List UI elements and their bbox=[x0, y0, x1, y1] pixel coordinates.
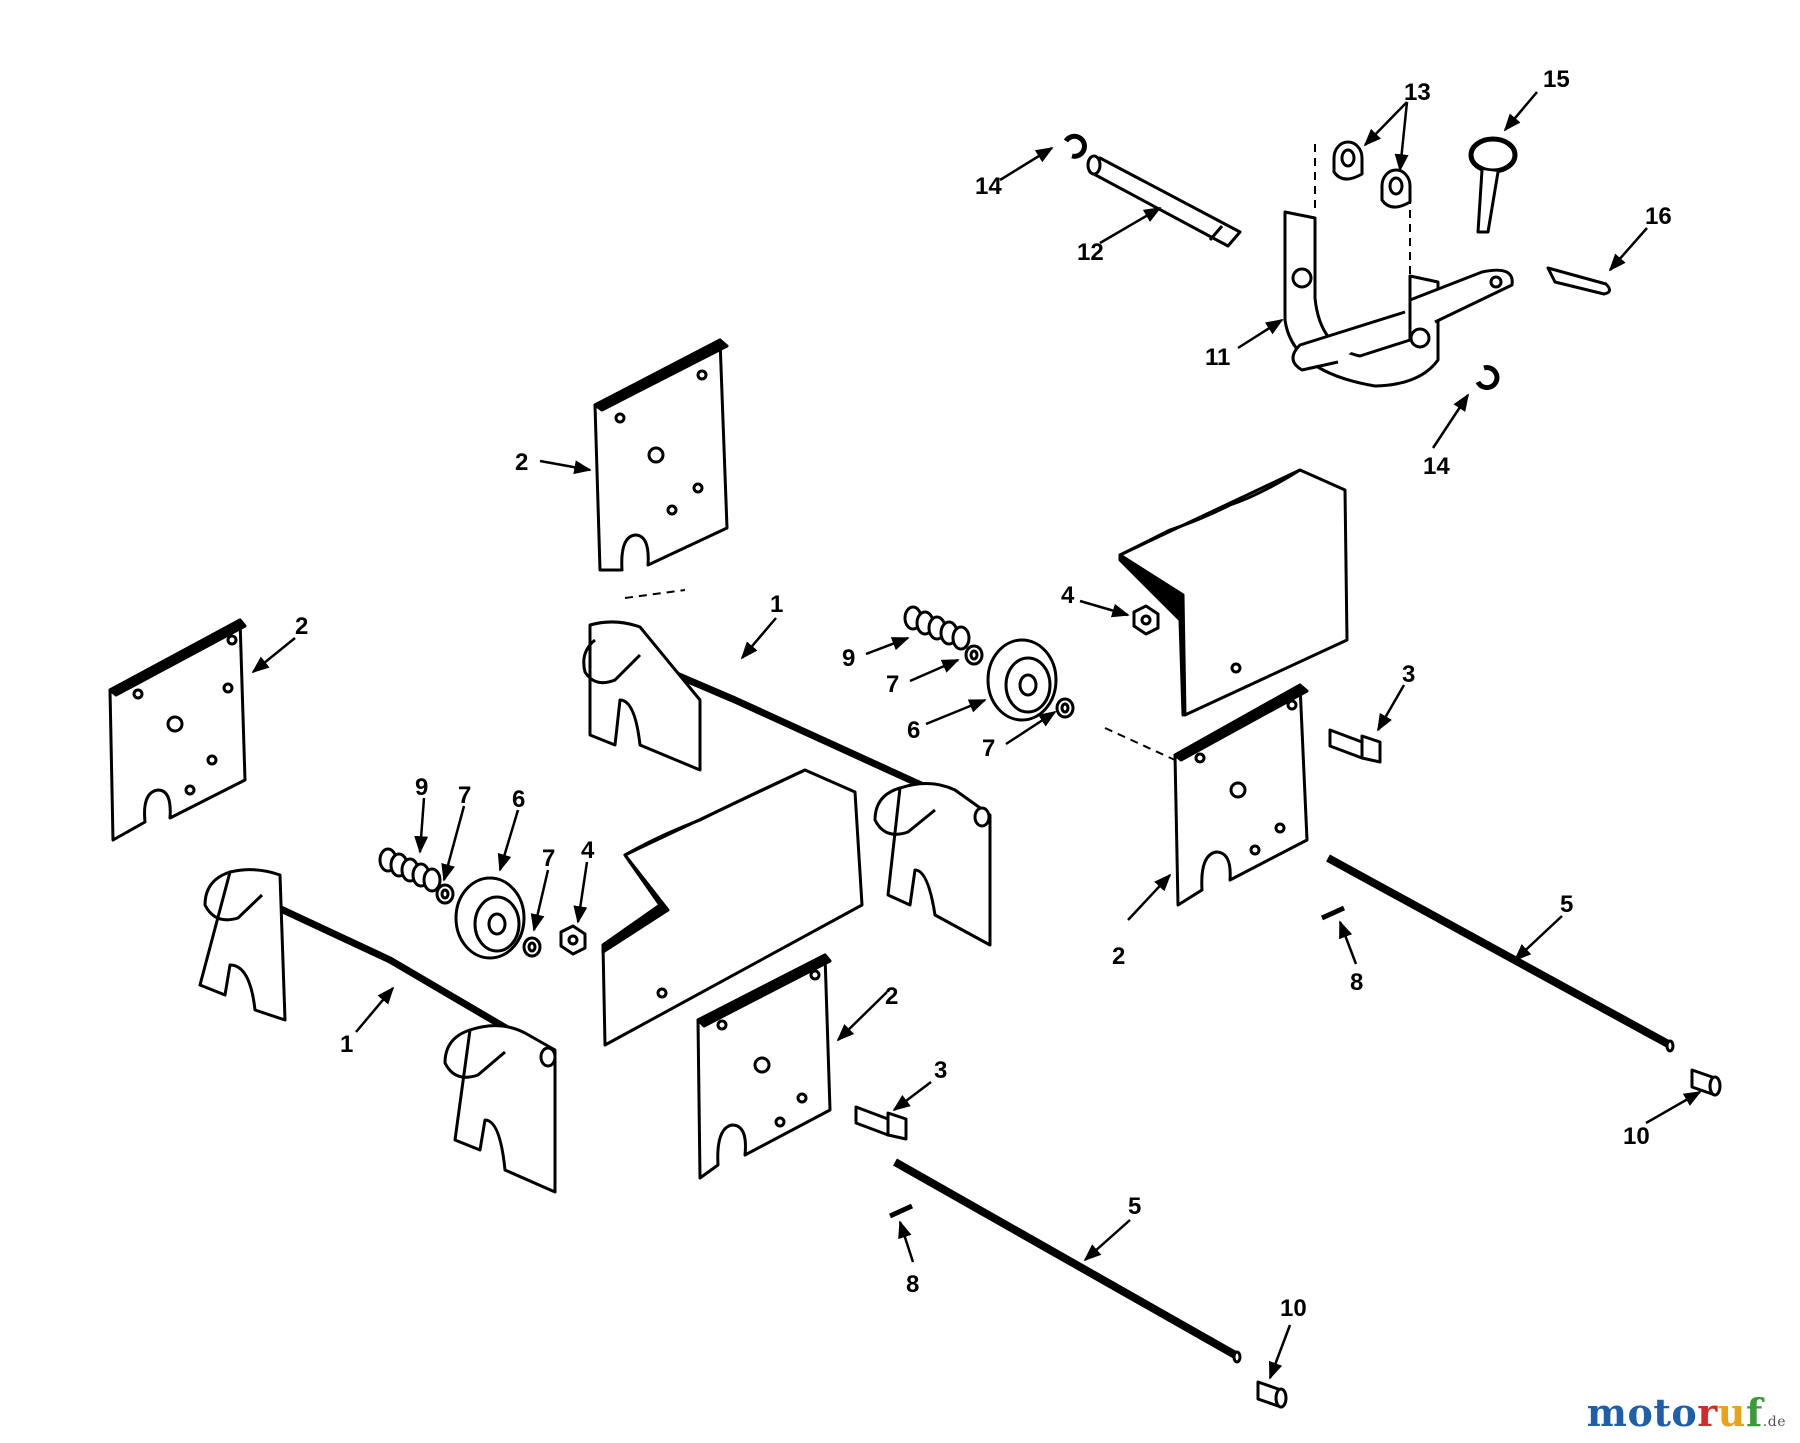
callout-4-upper: 4 bbox=[1061, 582, 1075, 609]
watermark-letter: f bbox=[1745, 1390, 1763, 1435]
cap-10-bottom bbox=[1256, 1380, 1288, 1409]
callout-9-upper: 9 bbox=[842, 645, 855, 672]
callout-13: 13 bbox=[1404, 79, 1431, 106]
callout-1-lower: 1 bbox=[340, 1031, 353, 1058]
plate-2-right bbox=[1173, 683, 1309, 907]
callout-7-a: 7 bbox=[886, 671, 899, 698]
cotter-pin-16 bbox=[1546, 266, 1611, 296]
callout-10-right: 10 bbox=[1623, 1123, 1650, 1150]
bolt-3-right bbox=[1328, 728, 1382, 764]
callout-3-bottom: 3 bbox=[934, 1057, 947, 1084]
nut-4-upper bbox=[1132, 604, 1160, 636]
watermark-letter: u bbox=[1717, 1390, 1746, 1435]
pulley-6-upper bbox=[986, 638, 1058, 722]
callout-14-top: 14 bbox=[975, 173, 1002, 200]
callout-4-lower: 4 bbox=[581, 837, 595, 864]
cotter-8-right bbox=[1320, 905, 1346, 921]
callout-9-lower: 9 bbox=[415, 774, 428, 801]
watermark-letter: r bbox=[1697, 1390, 1718, 1435]
callout-8-bottom: 8 bbox=[906, 1271, 919, 1298]
spring-9-lower bbox=[378, 847, 442, 893]
callout-2-top: 2 bbox=[515, 449, 528, 476]
pin-12 bbox=[1086, 154, 1242, 248]
callout-6-upper: 6 bbox=[907, 717, 920, 744]
cotter-8-bottom bbox=[888, 1203, 914, 1219]
e-ring-14-bottom bbox=[1475, 365, 1500, 391]
callout-15: 15 bbox=[1543, 66, 1570, 93]
watermark-letter: m bbox=[1586, 1390, 1628, 1435]
callout-5-right: 5 bbox=[1560, 891, 1573, 918]
callout-6-lower: 6 bbox=[512, 786, 525, 813]
watermark-letter: o bbox=[1627, 1390, 1654, 1435]
bushing-13a bbox=[1332, 140, 1364, 181]
washer-7-c bbox=[435, 883, 455, 905]
callout-3-right: 3 bbox=[1402, 661, 1415, 688]
callout-7-b: 7 bbox=[982, 735, 995, 762]
watermark-suffix: .de bbox=[1762, 1414, 1786, 1430]
plate-2-top bbox=[593, 338, 729, 572]
plate-2-left bbox=[108, 618, 247, 842]
frame-angle-middle bbox=[601, 768, 864, 1047]
washer-7-b bbox=[1055, 697, 1075, 719]
washer-7-d bbox=[522, 936, 542, 958]
frame-angle-right bbox=[1118, 468, 1349, 717]
callout-10-bottom: 10 bbox=[1280, 1295, 1307, 1322]
callout-7-d: 7 bbox=[542, 845, 555, 872]
callout-2-bottom: 2 bbox=[885, 983, 898, 1010]
callout-12: 12 bbox=[1077, 239, 1104, 266]
callout-14-bottom: 14 bbox=[1423, 453, 1450, 480]
frame-bracket-1-upper bbox=[582, 620, 992, 947]
bolt-3-bottom bbox=[854, 1105, 908, 1141]
callout-5-bottom: 5 bbox=[1128, 1193, 1141, 1220]
callout-7-c: 7 bbox=[458, 782, 471, 809]
washer-7-a bbox=[964, 644, 984, 666]
hitch-bracket-11 bbox=[1283, 144, 1514, 388]
callout-8-right: 8 bbox=[1350, 969, 1363, 996]
hitch-pin-15 bbox=[1468, 136, 1518, 234]
callout-1-upper: 1 bbox=[770, 591, 783, 618]
pulley-6-lower bbox=[454, 876, 526, 960]
cap-10-right bbox=[1690, 1068, 1722, 1097]
nut-4-lower bbox=[559, 924, 587, 956]
watermark-logo: motoruf.de bbox=[1587, 1390, 1786, 1435]
callout-2-left: 2 bbox=[295, 613, 308, 640]
watermark-letter: o bbox=[1671, 1390, 1698, 1435]
bushing-13b bbox=[1380, 168, 1412, 209]
callout-11: 11 bbox=[1205, 344, 1230, 371]
rod-5-bottom bbox=[893, 1158, 1242, 1364]
watermark-letter: t bbox=[1653, 1390, 1672, 1435]
frame-bracket-1-lower bbox=[198, 868, 557, 1194]
rod-5-right bbox=[1326, 854, 1675, 1053]
plate-2-bottom bbox=[696, 953, 832, 1180]
callout-16: 16 bbox=[1645, 203, 1672, 230]
callout-2-right: 2 bbox=[1112, 943, 1125, 970]
e-ring-14-top bbox=[1063, 133, 1087, 159]
spring-9-upper bbox=[903, 605, 971, 651]
